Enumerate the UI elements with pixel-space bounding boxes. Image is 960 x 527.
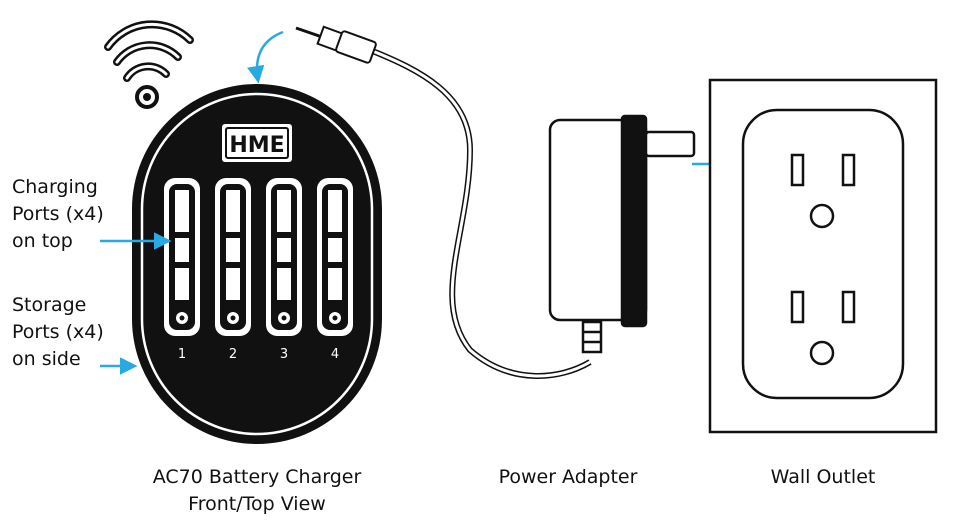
wall-outlet — [708, 78, 938, 434]
outlet-caption: Wall Outlet — [723, 464, 923, 491]
port-number-1: 1 — [178, 347, 186, 362]
brand-text: HME — [229, 133, 284, 158]
adapter-caption-line-1: Power Adapter — [498, 466, 638, 488]
charger-caption-line-2: Front/Top View — [188, 493, 326, 515]
port-number-3: 3 — [280, 347, 288, 362]
charging-slots: 1 2 3 4 — [164, 178, 353, 362]
charging-ports-callout: Charging Ports (x4) on top — [12, 174, 104, 255]
storage-ports-callout: Storage Ports (x4) on side — [12, 292, 104, 373]
charging-port-3: 3 — [266, 178, 302, 362]
barrel-plug — [295, 25, 377, 64]
charger-body — [132, 84, 382, 444]
charger-caption: AC70 Battery Charger Front/Top View — [132, 464, 382, 518]
charging-ports-line-3: on top — [12, 230, 73, 252]
storage-ports-line-2: Ports (x4) — [12, 321, 104, 343]
charging-port-1: 1 — [164, 178, 200, 362]
charger-caption-line-1: AC70 Battery Charger — [152, 466, 362, 488]
power-cable — [368, 47, 592, 379]
outlet-caption-line-1: Wall Outlet — [770, 466, 876, 488]
storage-ports-line-3: on side — [12, 348, 81, 370]
port-number-2: 2 — [229, 347, 237, 362]
charging-port-2: 2 — [215, 178, 251, 362]
storage-ports-line-1: Storage — [12, 294, 87, 316]
adapter-caption: Power Adapter — [468, 464, 668, 491]
wifi-signal-icon — [104, 20, 194, 109]
hme-logo: HME — [222, 124, 292, 162]
charging-ports-line-1: Charging — [12, 176, 98, 198]
charger-top-arrow — [247, 30, 284, 84]
charging-port-4: 4 — [317, 178, 353, 362]
power-adapter — [548, 114, 696, 354]
port-number-4: 4 — [331, 347, 339, 362]
charging-ports-line-2: Ports (x4) — [12, 203, 104, 225]
